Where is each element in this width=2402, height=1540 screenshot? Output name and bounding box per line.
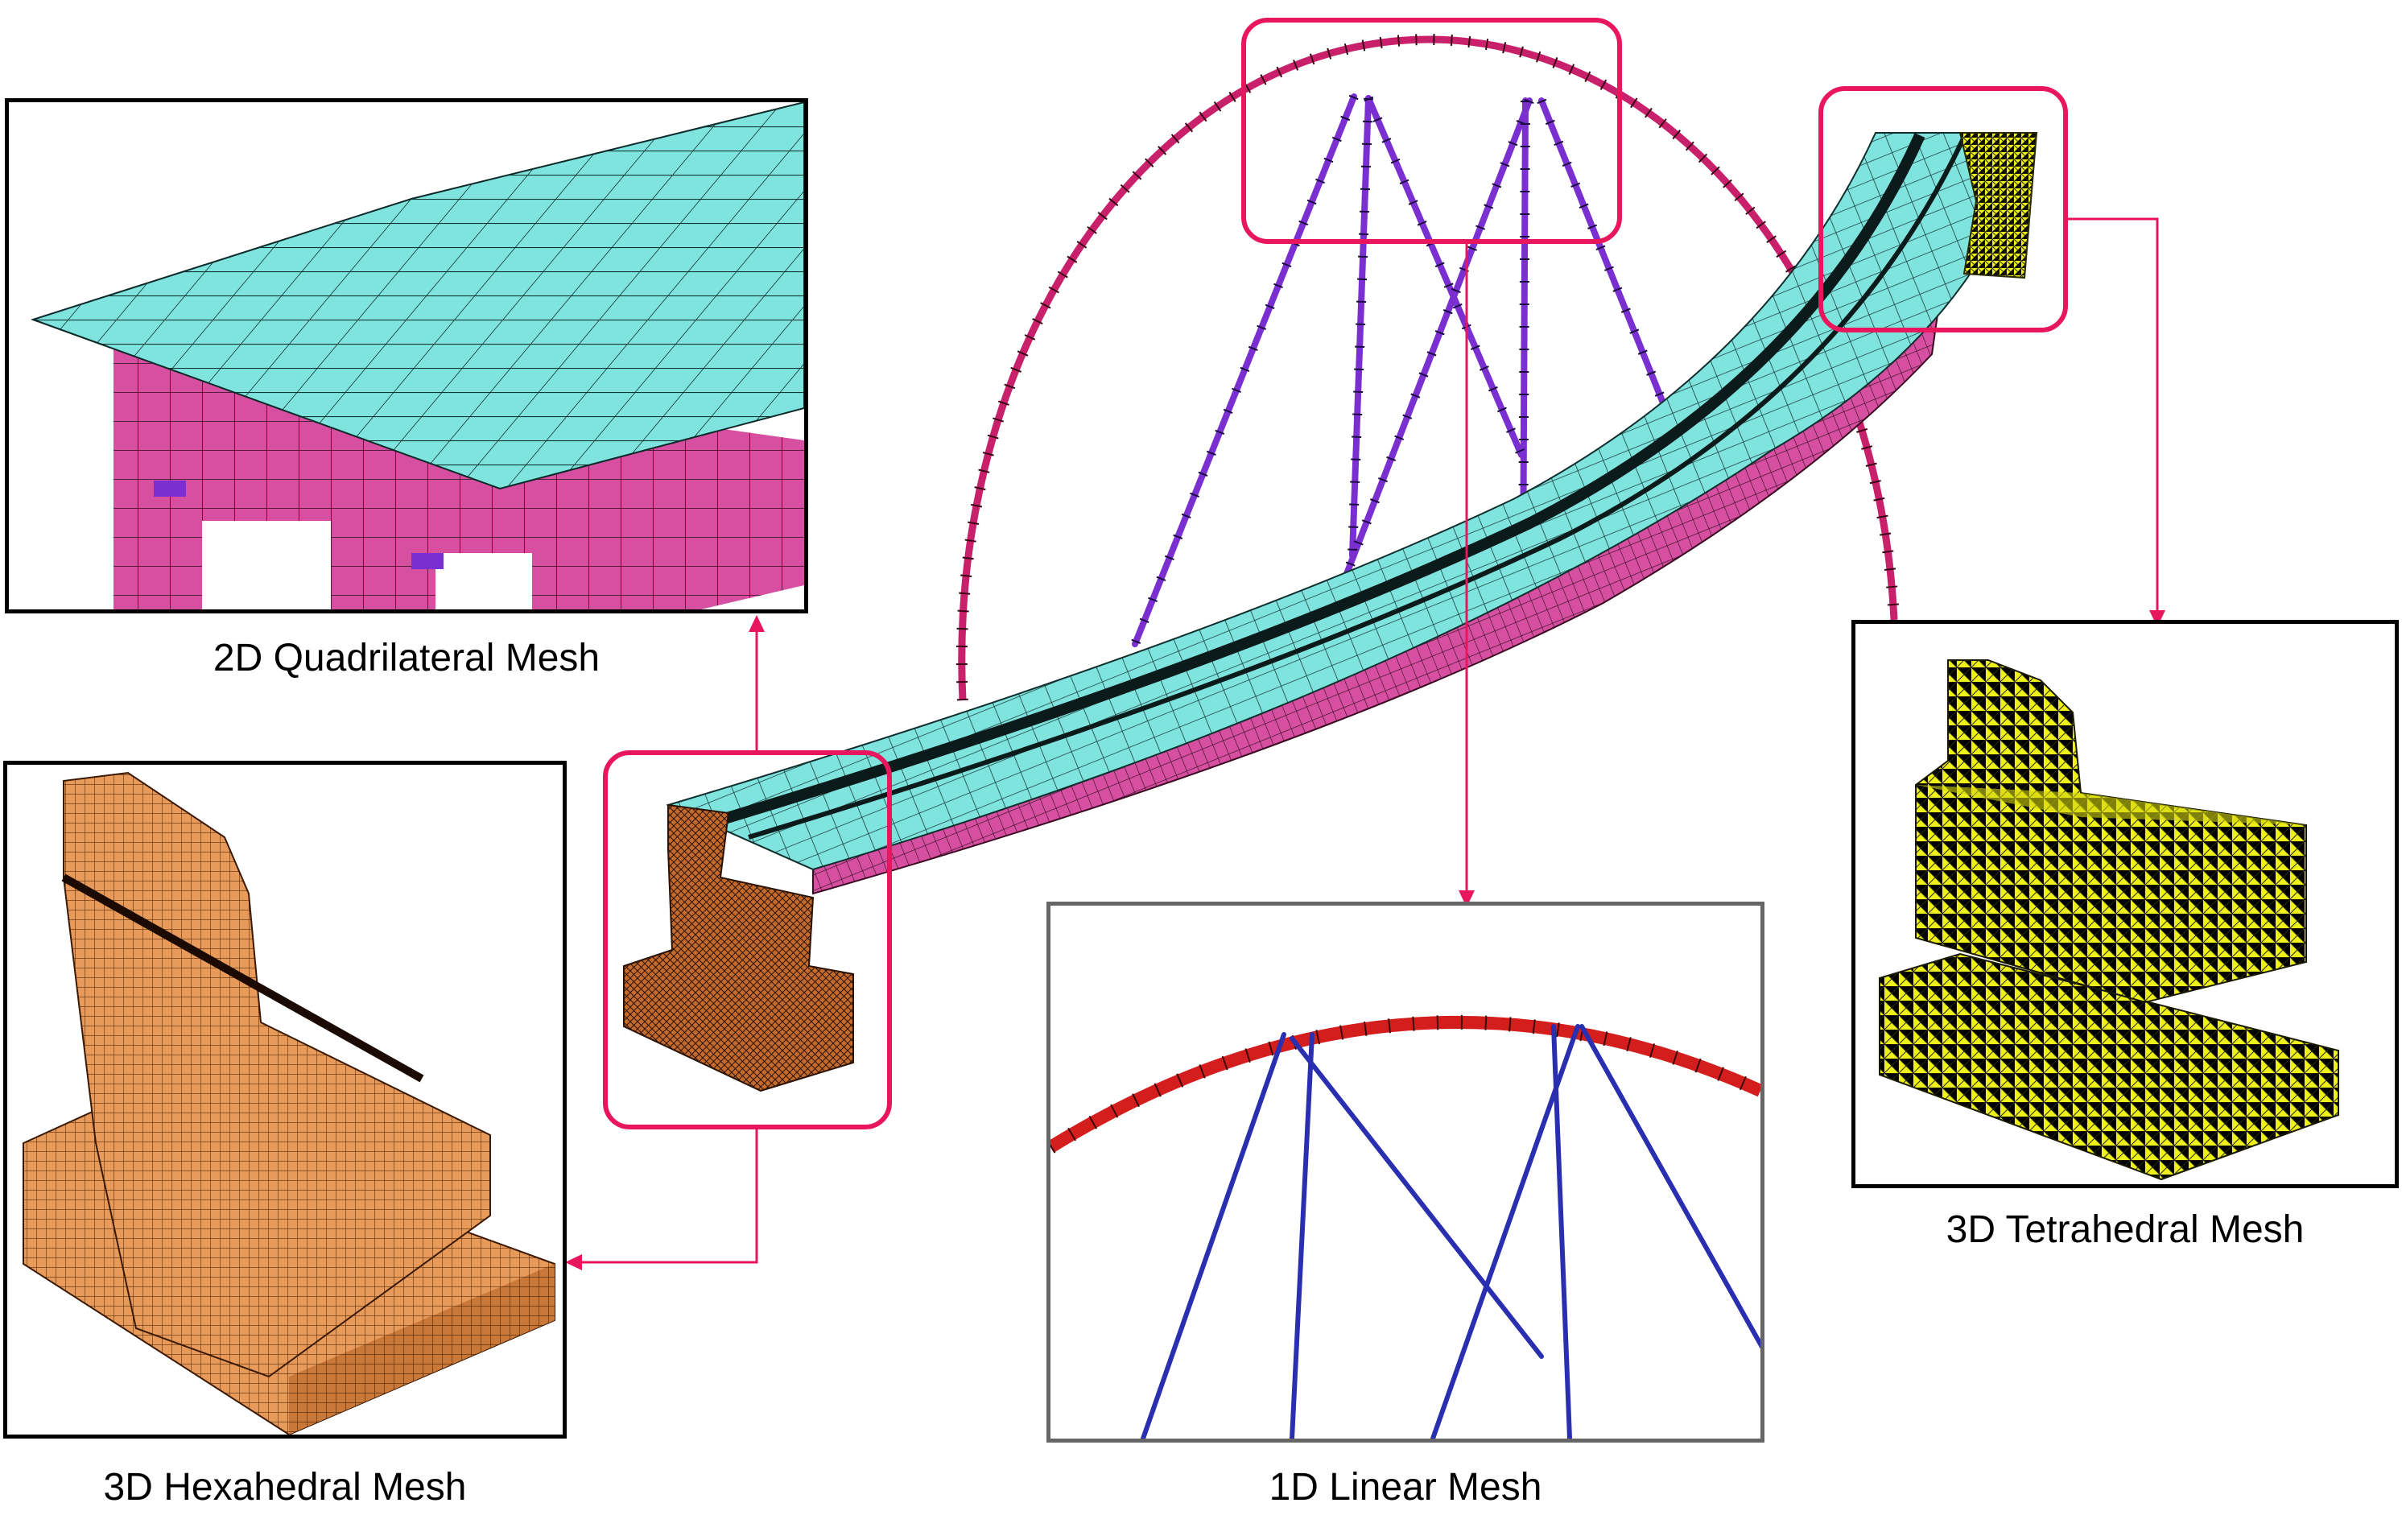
left-abutment [623,803,854,1092]
hex-notch [61,873,424,1083]
highlight-top [1241,18,1622,244]
caption-linear: 1D Linear Mesh [1269,1466,1542,1509]
linear-mesh-panel [1046,902,1764,1443]
web-gap-2 [435,553,532,609]
arch-ticks [955,33,1900,701]
hex-mesh-panel [3,761,567,1439]
bearing-1 [154,481,186,497]
highlight-left [603,750,892,1129]
bearing-2 [411,553,444,569]
tet-mesh-panel [1851,620,2399,1188]
arrowheads [565,610,2165,1270]
arrows [580,217,2159,1264]
web-gap-1 [202,521,331,609]
caption-tet: 3D Tetrahedral Mesh [1946,1208,2305,1251]
caption-quad: 2D Quadrilateral Mesh [213,637,600,679]
hex-base-front [289,1264,555,1435]
tet-base [1879,952,2339,1181]
highlight-boxes [603,18,2068,1129]
quad-mesh-panel [5,98,808,613]
deck-plate [30,102,804,490]
caption-hex: 3D Hexahedral Mesh [103,1466,467,1509]
arch-detail [1050,1015,1760,1153]
right-abutment [1958,132,2038,279]
cables-detail [1141,1024,1760,1439]
deck-stripe-2 [748,135,1967,840]
tet-wall [1915,659,2307,1004]
tet-wall-ledge [1916,785,2306,825]
highlight-right [1818,86,2068,332]
hex-wall [63,771,491,1378]
